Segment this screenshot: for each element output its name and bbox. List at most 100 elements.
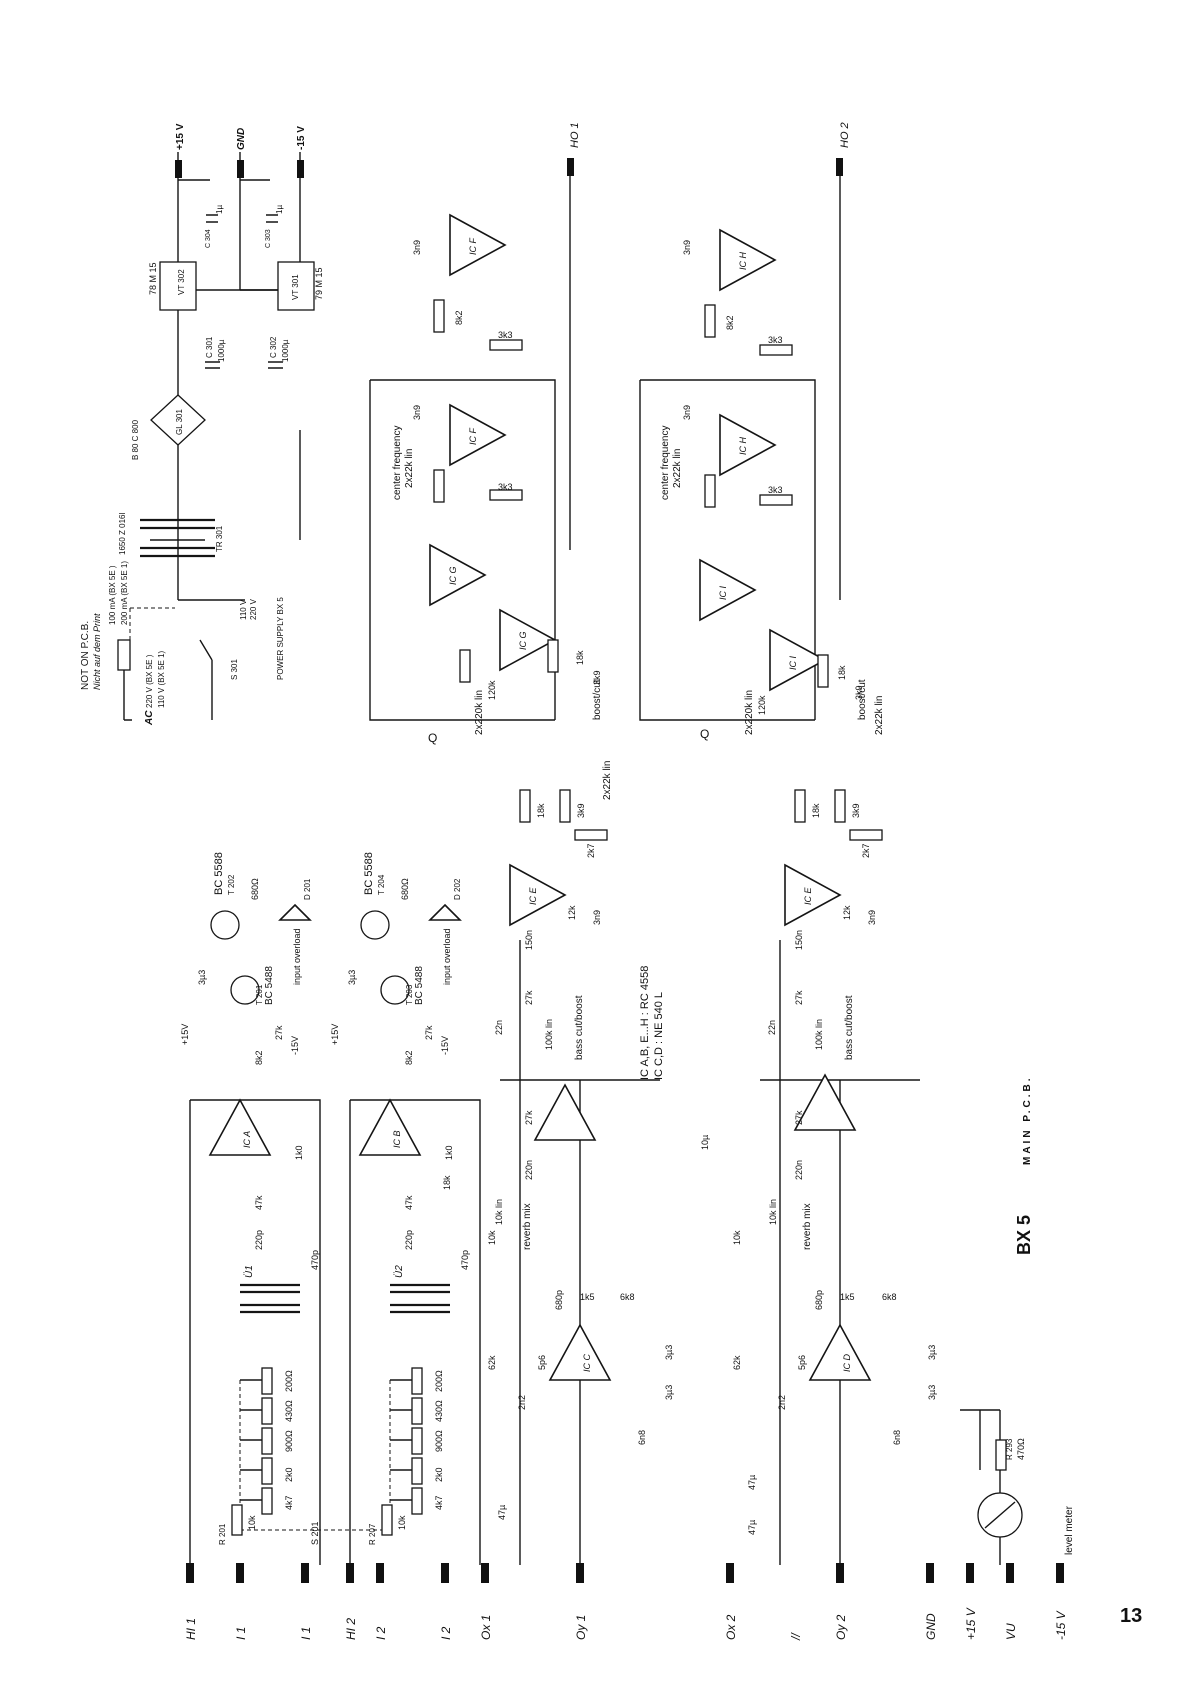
- c3u3-2: 3µ3: [347, 970, 357, 985]
- ic-f1-label: IC F: [468, 237, 478, 255]
- r680-1: 680Ω: [250, 878, 260, 900]
- ho2-label: HO 2: [839, 122, 851, 148]
- r-47k: 47k: [254, 1195, 264, 1210]
- c150n-1: 150n: [524, 930, 534, 950]
- c220n-2: 220n: [794, 1160, 804, 1180]
- imp-900: 900Ω: [284, 1430, 294, 1452]
- ic-d-label: IC D: [842, 1353, 852, 1372]
- transformer-u1: Ü1: [243, 1265, 255, 1278]
- transformer-part: 1650 Z 016l: [118, 513, 127, 555]
- terminal-pad: [1056, 1563, 1064, 1583]
- r27k-2: 27k: [794, 1110, 804, 1125]
- eq-section-channel-1: IC F IC F IC G IC G IC E 8k2 3k3 3k3 18k…: [369, 213, 665, 1080]
- terminal-ho1: [567, 158, 574, 176]
- r-2k7: 2k7: [586, 843, 596, 858]
- fuse-rating-2: 200 mA (BX 5E 1): [120, 561, 129, 625]
- imp-430-b: 430Ω: [434, 1400, 444, 1422]
- boost-cut-1: boost/cut: [592, 679, 603, 720]
- ic-i2-label: IC I: [788, 655, 798, 670]
- transistor-t201: [230, 975, 260, 1005]
- resistor: [834, 789, 846, 823]
- pot-100k-1: 100k lin: [544, 1019, 554, 1050]
- imp-2k0-b: 2k0: [434, 1467, 444, 1482]
- r-3k9-b: 3k9: [576, 803, 586, 818]
- opamp-ic-h-top: [719, 228, 777, 292]
- c10u: 10µ: [700, 1135, 710, 1150]
- opamp-ic-g-top: [429, 543, 487, 607]
- ic-g1-label: IC G: [448, 566, 458, 585]
- imp-200-b: 200Ω: [434, 1370, 444, 1392]
- reverb-label-2: reverb mix: [802, 1203, 813, 1250]
- led-d202: [428, 903, 462, 921]
- resistor: [489, 489, 523, 501]
- resistor: [849, 829, 883, 841]
- resistor: [489, 339, 523, 351]
- rectifier-part: B 80 C 800: [131, 419, 140, 460]
- c3u3-c: 3µ3: [927, 1345, 937, 1360]
- r-3k3-2: 3k3: [768, 335, 783, 345]
- bass-label-2: bass cut/boost: [844, 995, 855, 1060]
- c47u-2: 47µ: [747, 1475, 757, 1490]
- ps-note-line1: NOT ON P.C.B.: [80, 621, 91, 690]
- opamp-ic-h-mid: [719, 413, 777, 477]
- power-supply-section: 78 M 15 VT 302 VT 301 79 M 15 C 304 1µ C…: [80, 123, 324, 726]
- terminal-label: Ox 2: [724, 1614, 738, 1640]
- opamp-ic-e: [509, 863, 567, 927]
- ho-outputs: HO 1 HO 2: [567, 122, 851, 600]
- opamp-ic-b-2: [793, 1073, 857, 1131]
- r-3k9: 3k9: [592, 670, 602, 685]
- c3u3-b: 3µ3: [664, 1385, 674, 1400]
- c302-val: 1000µ: [281, 339, 290, 362]
- r10k-1: 10k: [487, 1230, 497, 1245]
- c47u-1: 47µ: [497, 1505, 507, 1520]
- terminal-label: HI 2: [344, 1618, 358, 1640]
- r293-val: 470Ω: [1016, 1438, 1026, 1460]
- rectifier-ref: GL 301: [175, 409, 184, 435]
- resistor-r293: [995, 1439, 1007, 1471]
- c303-val: 1µ: [275, 205, 284, 214]
- imp-200: 200Ω: [284, 1370, 294, 1392]
- q-label-2: Q: [700, 727, 709, 741]
- mid-stage: IC C IC D bass cut/boost bass cut/boost …: [487, 930, 937, 1565]
- opamp-ic-d: [808, 1323, 872, 1381]
- c3u3-a: 3µ3: [664, 1345, 674, 1360]
- r10k-2: 10k: [732, 1230, 742, 1245]
- opamp-ic-a-2: [533, 1083, 597, 1141]
- reg1-part: 78 M 15: [148, 262, 158, 295]
- imp-430: 430Ω: [284, 1400, 294, 1422]
- ac-label: AC: [144, 710, 155, 726]
- terminal-label: HI 1: [184, 1618, 198, 1640]
- t201-ref: T 201: [255, 984, 264, 1005]
- c3u3-d: 3µ3: [927, 1385, 937, 1400]
- pot-2x22k-2: 2x22k lin: [874, 696, 885, 735]
- resistor: [433, 469, 445, 503]
- transistor-type-b: BC 5488: [264, 966, 275, 1005]
- terminal-label: +15 V: [964, 1607, 978, 1640]
- ic-f2-label: IC F: [468, 427, 478, 445]
- r62k-2: 62k: [732, 1355, 742, 1370]
- pot-2x220k-1: 2x220k lin: [474, 690, 485, 735]
- r-8k2-b: 8k2: [404, 1050, 414, 1065]
- r-3k9-2b: 3k9: [851, 803, 861, 818]
- imp-4k7-b: 4k7: [434, 1495, 444, 1510]
- terminal-pad: [346, 1563, 354, 1583]
- q-label-1: Q: [428, 731, 437, 745]
- opamp-ic-e-2: [784, 863, 842, 927]
- out-minus15-label: -15 V: [296, 126, 307, 150]
- ic-i1-label: IC I: [718, 585, 728, 600]
- opamp-ic-i-top: [699, 558, 757, 622]
- resistor: [574, 829, 608, 841]
- imp-4k7: 4k7: [284, 1495, 294, 1510]
- fuse: [117, 639, 131, 671]
- r-3k3: 3k3: [498, 330, 513, 340]
- resistor: [759, 494, 793, 506]
- r-12k-2: 12k: [842, 905, 852, 920]
- opamp-ic-g-bottom: [499, 608, 557, 672]
- terminal-pad: [376, 1563, 384, 1583]
- terminal-label: I 1: [234, 1627, 248, 1640]
- resistor: [817, 654, 829, 688]
- c-220p: 220p: [254, 1230, 264, 1250]
- c2n2-1: 2n2: [517, 1395, 527, 1410]
